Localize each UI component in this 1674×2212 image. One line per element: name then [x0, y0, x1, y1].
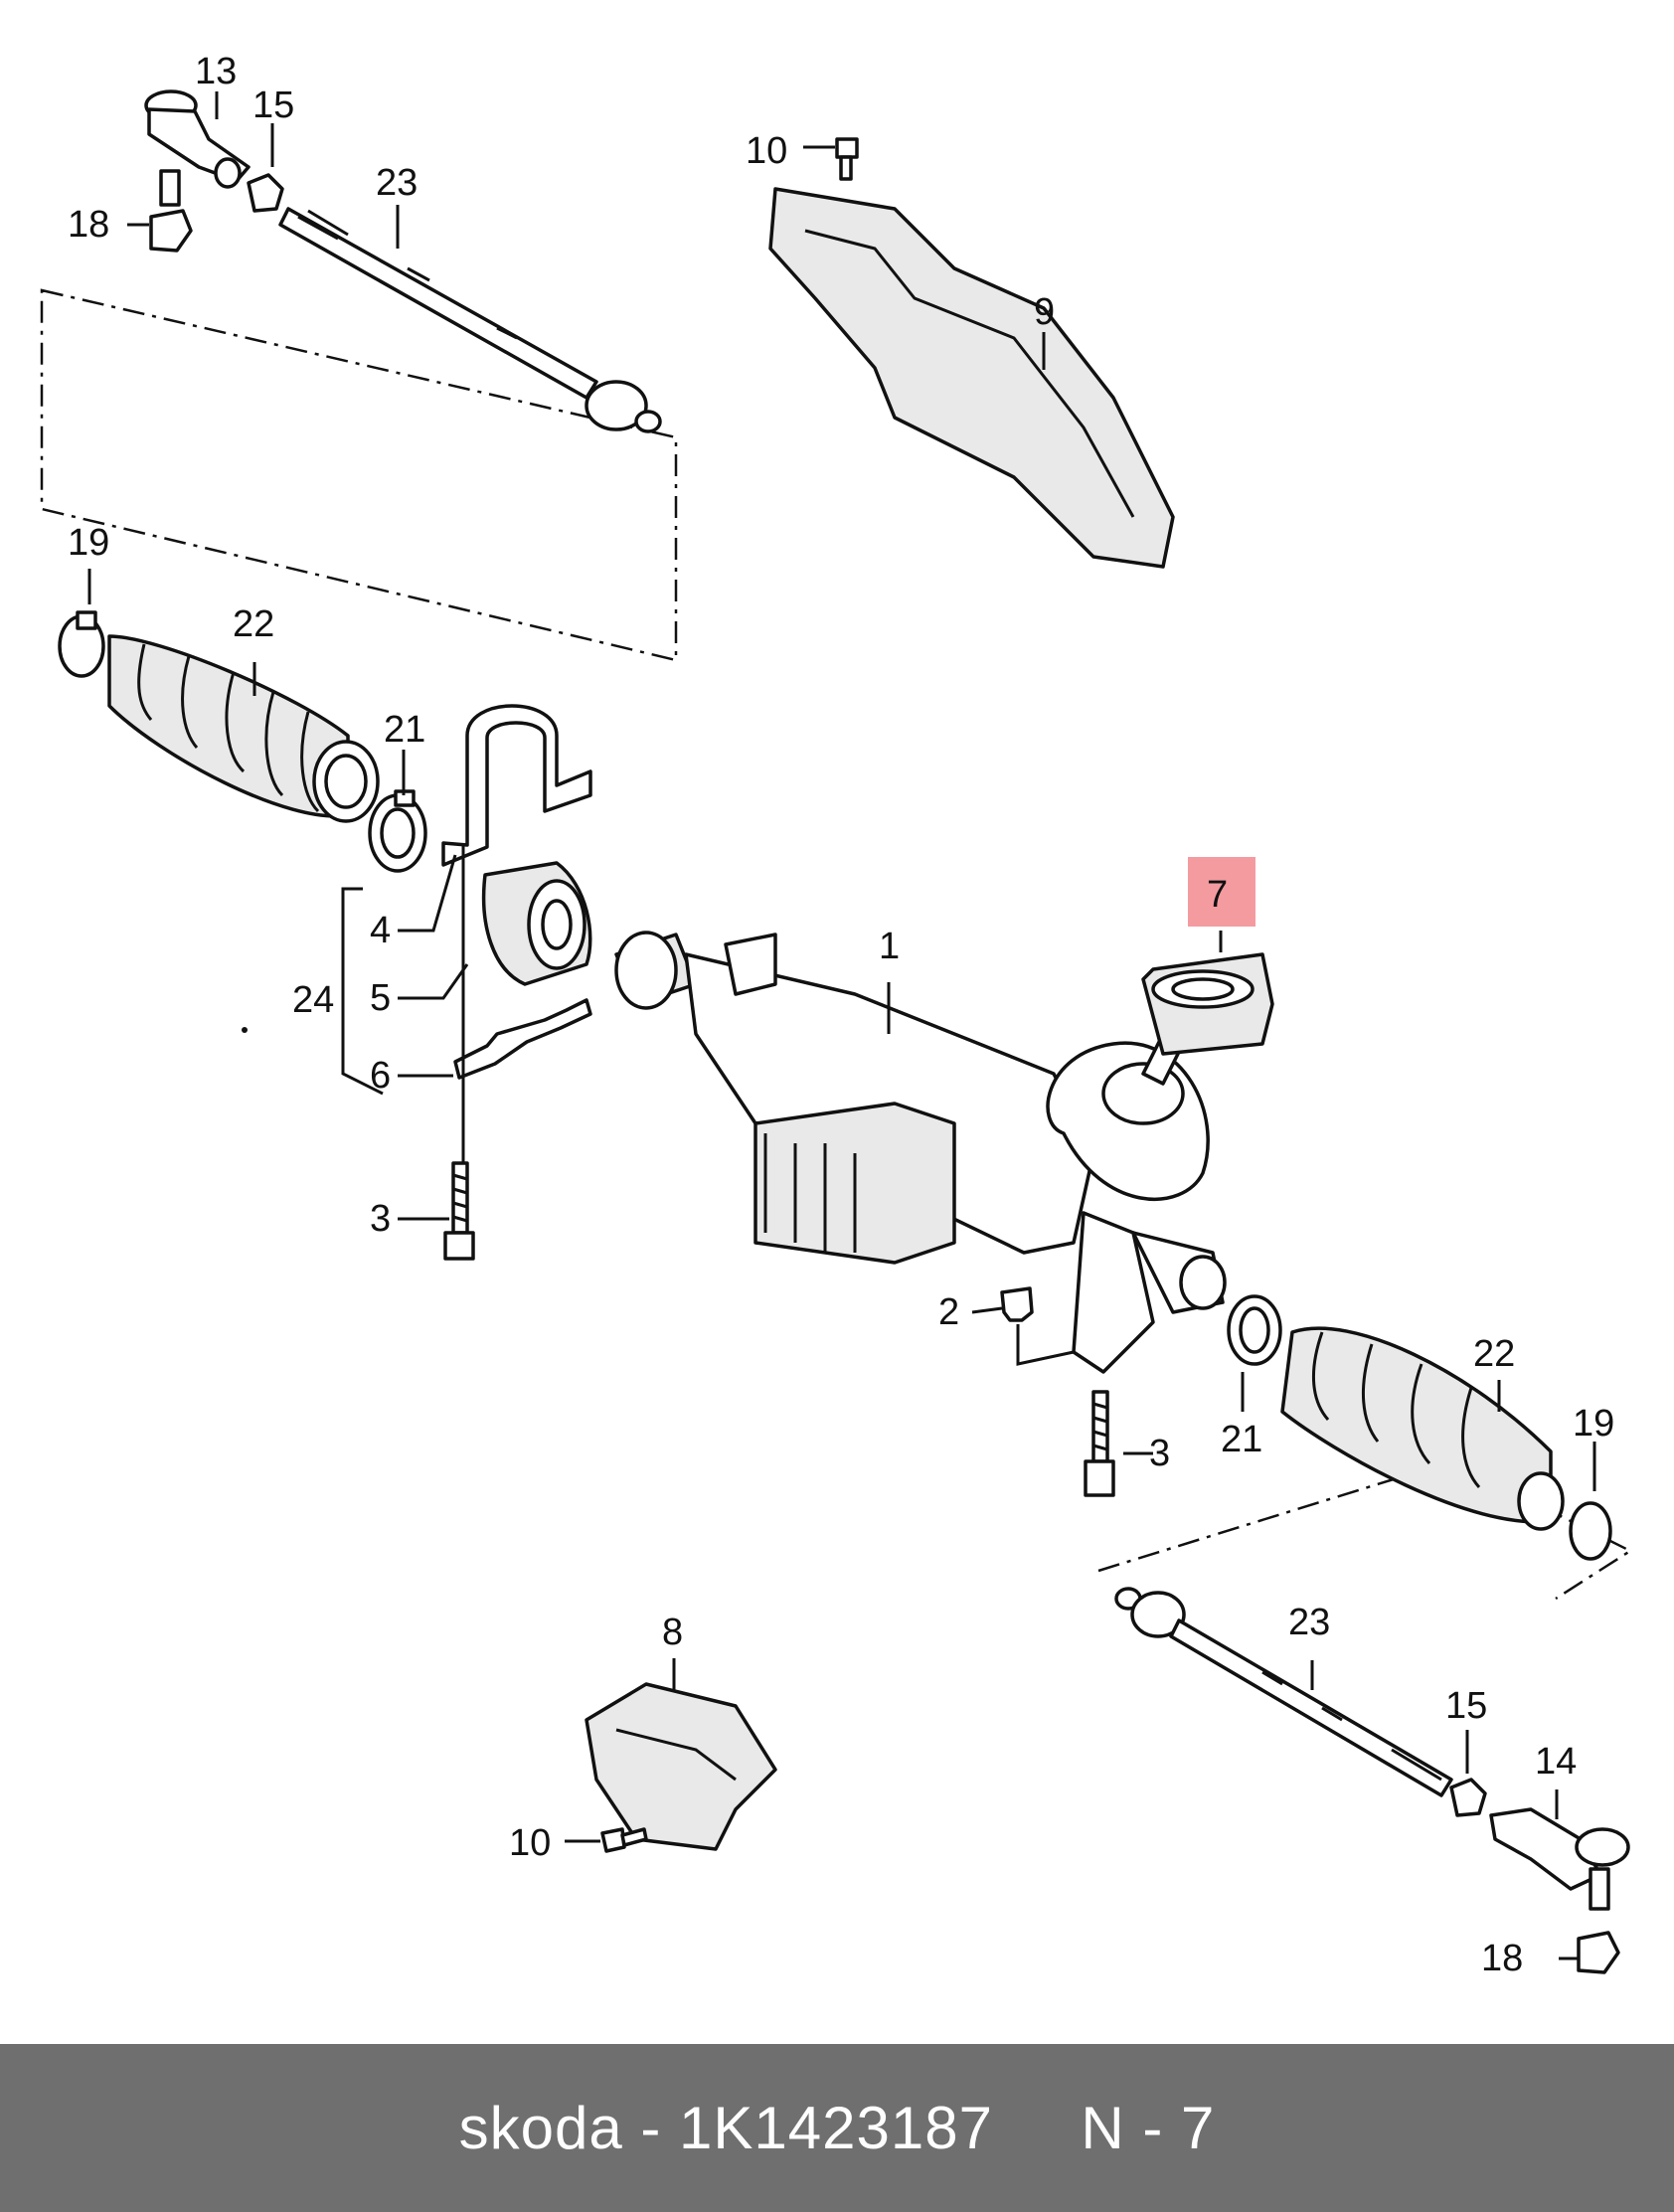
leader-lines — [87, 91, 1596, 1960]
callout-9: 9 — [1034, 291, 1055, 333]
nut-18-left — [149, 209, 193, 253]
article-number: 1K1423187 — [679, 2095, 994, 2161]
heat-shield-8 — [585, 1682, 777, 1851]
callout-labels: 13 15 23 18 10 9 19 22 21 4 24 5 6 3 1 7… — [68, 51, 1614, 1979]
callout-5: 5 — [370, 977, 391, 1019]
plug-2 — [1000, 1286, 1034, 1322]
callout-7: 7 — [1207, 874, 1228, 916]
clamp-plate-6 — [453, 998, 592, 1080]
callout-19-left: 19 — [68, 522, 109, 564]
bolt-10-top — [835, 137, 859, 181]
callout-18-left: 18 — [68, 204, 109, 246]
callout-23-left: 23 — [376, 162, 418, 204]
caption-bar: skoda - 1K1423187 N - 7 — [0, 2044, 1674, 2212]
callout-6: 6 — [370, 1055, 391, 1097]
callout-22-right: 22 — [1473, 1333, 1515, 1375]
tie-rod-end-right — [1489, 1807, 1630, 1911]
callout-24: 24 — [292, 979, 334, 1021]
callout-3-right: 3 — [1149, 1433, 1170, 1474]
nut-15-left — [247, 173, 284, 213]
plug-2-leader — [1016, 1324, 1075, 1366]
separator: - — [622, 2095, 680, 2161]
position-number: N - 7 — [1081, 2095, 1216, 2161]
callout-10-bottom: 10 — [509, 1822, 551, 1864]
bracket-4 — [441, 704, 592, 867]
tie-rod-left — [278, 207, 662, 433]
callout-23-right: 23 — [1288, 1602, 1330, 1643]
boot-right — [1280, 1326, 1565, 1531]
bushing-5 — [481, 861, 592, 986]
left-tie-rod-group-outline — [40, 288, 678, 662]
callout-2: 2 — [938, 1291, 959, 1333]
callout-8: 8 — [662, 1612, 683, 1653]
callout-21-left: 21 — [384, 709, 425, 751]
highlight-box-7 — [1188, 857, 1256, 927]
seal-7 — [1141, 952, 1274, 1056]
brand-name: skoda — [458, 2095, 623, 2161]
callout-10-top: 10 — [746, 130, 787, 172]
heat-shield-9 — [768, 187, 1175, 569]
bolt-10-bottom — [600, 1827, 648, 1853]
callout-18-right: 18 — [1481, 1938, 1523, 1979]
callout-13: 13 — [195, 51, 237, 92]
callout-22-left: 22 — [233, 603, 274, 645]
nut-18-right — [1577, 1931, 1620, 1974]
steering-rack-exploded-diagram: 13 15 23 18 10 9 19 22 21 4 24 5 6 3 1 7… — [40, 51, 1633, 1979]
bolt-3-right — [1084, 1390, 1115, 1497]
boot-left — [107, 634, 380, 823]
callout-21-right: 21 — [1221, 1419, 1262, 1460]
bolt-3-left — [443, 1161, 475, 1261]
nut-15-right — [1449, 1778, 1487, 1817]
stray-dot — [242, 1027, 248, 1033]
clamp-19-left — [58, 610, 105, 678]
tie-rod-right — [1114, 1587, 1453, 1797]
callout-4: 4 — [370, 910, 391, 951]
callout-15-left: 15 — [252, 85, 294, 126]
callout-19-right: 19 — [1573, 1403, 1614, 1445]
callout-14: 14 — [1535, 1741, 1577, 1783]
clamp-21-right — [1227, 1294, 1282, 1366]
clamp-21-left — [368, 789, 427, 873]
callout-15-right: 15 — [1445, 1685, 1487, 1727]
clamp-19-right — [1569, 1501, 1612, 1561]
gap — [993, 2094, 1081, 2162]
steering-rack-housing — [614, 931, 1227, 1374]
callout-3-left: 3 — [370, 1198, 391, 1240]
callout-1: 1 — [879, 926, 900, 967]
tie-rod-end-left — [144, 89, 251, 207]
